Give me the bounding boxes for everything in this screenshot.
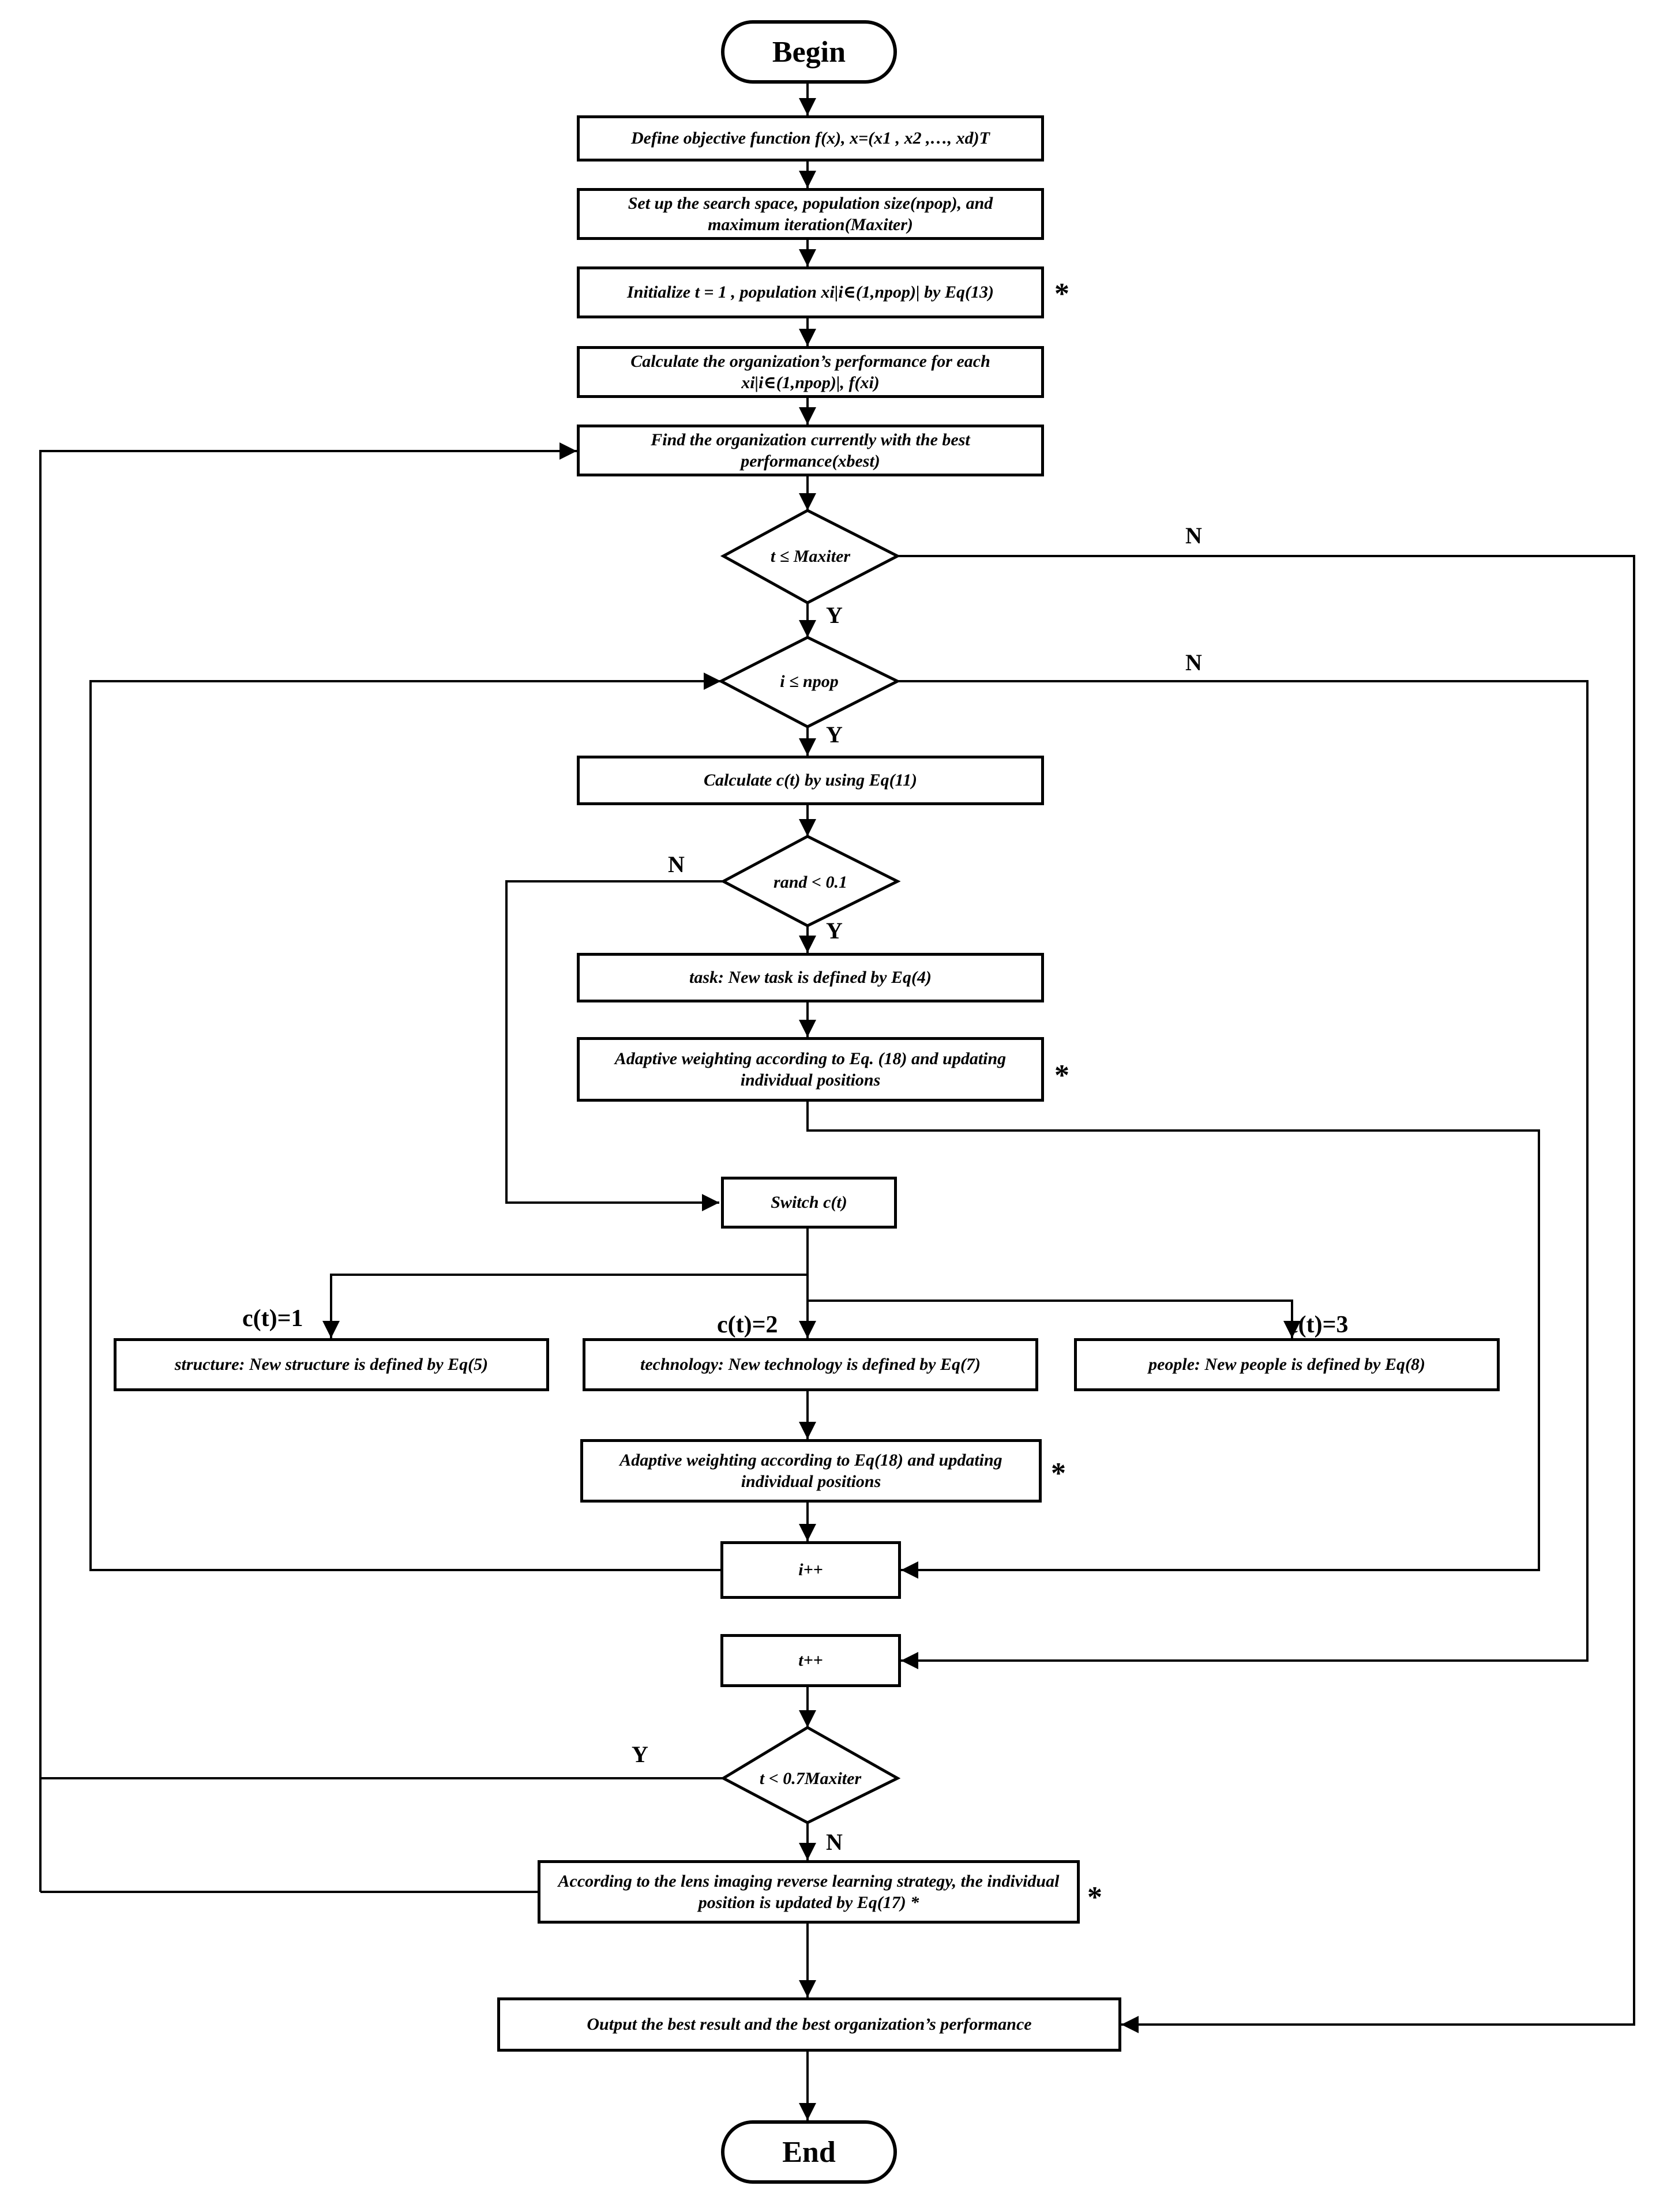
t-increment-box: t++ xyxy=(720,1634,901,1687)
adaptive1-star-marker: * xyxy=(1054,1059,1069,1092)
cond-07-no-label: N xyxy=(826,1829,843,1855)
cond-rand-diamond xyxy=(720,835,901,927)
arrow-condt-no-output xyxy=(898,555,1635,2033)
t-increment-label: t++ xyxy=(798,1651,823,1670)
cond-t-no-label: N xyxy=(1185,523,1202,549)
setup-label: Set up the search space, population size… xyxy=(628,193,993,235)
calc-performance-box: Calculate the organization’s performance… xyxy=(577,346,1044,398)
structure-label: structure: New structure is defined by E… xyxy=(174,1355,489,1374)
cond-rand-yes-label: Y xyxy=(826,918,843,944)
cond-rand-text: rand < 0.1 xyxy=(723,865,898,900)
technology-box: technology: New technology is defined by… xyxy=(583,1338,1038,1391)
lens-imaging-box: According to the lens imaging reverse le… xyxy=(538,1860,1080,1924)
initialize-label: Initialize t = 1 , population xi|i∈(1,np… xyxy=(627,283,994,302)
define-objective-label: Define objective function f(x), x=(x1 , … xyxy=(631,129,990,148)
structure-box: structure: New structure is defined by E… xyxy=(114,1338,549,1391)
technology-label: technology: New technology is defined by… xyxy=(640,1355,981,1374)
calc-ct-label: Calculate c(t) by using Eq(11) xyxy=(704,771,917,790)
arrow-iinc-loop-condi xyxy=(89,673,721,1571)
case-3-label: c(t)=3 xyxy=(1287,1312,1349,1338)
case-1-label: c(t)=1 xyxy=(242,1305,303,1332)
i-increment-label: i++ xyxy=(798,1560,823,1580)
adaptive2-star-marker: * xyxy=(1051,1457,1066,1490)
arrow-switch-people xyxy=(808,1300,1301,1338)
begin-terminal: Begin xyxy=(721,20,897,84)
case-2-label: c(t)=2 xyxy=(717,1312,778,1338)
calc-performance-label: Calculate the organization’s performance… xyxy=(630,351,990,393)
adaptive-weighting-1-box: Adaptive weighting according to Eq. (18)… xyxy=(577,1037,1044,1102)
i-increment-box: i++ xyxy=(720,1541,901,1599)
arrow-adaptive1-iinc xyxy=(806,1102,1540,1579)
cond-i-no-label: N xyxy=(1185,649,1202,675)
init-star-marker: * xyxy=(1054,277,1069,310)
task-label: task: New task is defined by Eq(4) xyxy=(689,968,932,987)
task-box: task: New task is defined by Eq(4) xyxy=(577,953,1044,1002)
cond-t-text: t ≤ Maxiter xyxy=(723,539,898,574)
people-box: people: New people is defined by Eq(8) xyxy=(1074,1338,1500,1391)
cond-i-label: i ≤ npop xyxy=(780,672,839,692)
lens-star-marker: * xyxy=(1087,1881,1102,1914)
end-label: End xyxy=(782,2135,836,2169)
people-label: people: New people is defined by Eq(8) xyxy=(1148,1355,1425,1374)
end-terminal: End xyxy=(721,2120,897,2184)
adaptive-weighting-2-label: Adaptive weighting according to Eq(18) a… xyxy=(619,1450,1002,1492)
calc-ct-box: Calculate c(t) by using Eq(11) xyxy=(577,756,1044,805)
cond-t-diamond xyxy=(720,509,901,604)
cond-07-diamond xyxy=(720,1726,901,1824)
cond-07-yes-label: Y xyxy=(632,1741,648,1767)
initialize-box: Initialize t = 1 , population xi|i∈(1,np… xyxy=(577,266,1044,318)
arrow-switch-structure xyxy=(322,1274,808,1338)
adaptive-weighting-1-label: Adaptive weighting according to Eq. (18)… xyxy=(614,1049,1007,1090)
cond-rand-label: rand < 0.1 xyxy=(773,873,847,892)
find-best-label: Find the organization currently with the… xyxy=(651,430,970,471)
lens-imaging-label: According to the lens imaging reverse le… xyxy=(558,1871,1060,1913)
switch-ct-label: Switch c(t) xyxy=(771,1193,847,1212)
cond-i-yes-label: Y xyxy=(826,722,843,748)
cond-t-yes-label: Y xyxy=(826,602,843,628)
arrow-condi-no-tinc xyxy=(898,680,1589,1669)
cond-i-text: i ≤ npop xyxy=(721,664,898,699)
find-best-box: Find the organization currently with the… xyxy=(577,425,1044,476)
adaptive-weighting-2-box: Adaptive weighting according to Eq(18) a… xyxy=(580,1439,1042,1503)
output-box: Output the best result and the best orga… xyxy=(497,1997,1121,2052)
define-objective-box: Define objective function f(x), x=(x1 , … xyxy=(577,115,1044,162)
cond-07-label: t < 0.7Maxiter xyxy=(759,1769,862,1789)
cond-t-label: t ≤ Maxiter xyxy=(770,547,851,566)
arrow-rand-no-switch xyxy=(505,880,723,1211)
arrow-cond07-yes-findbest xyxy=(39,442,723,1892)
cond-07-text: t < 0.7Maxiter xyxy=(723,1762,898,1796)
setup-box: Set up the search space, population size… xyxy=(577,188,1044,240)
begin-label: Begin xyxy=(772,35,846,69)
output-label: Output the best result and the best orga… xyxy=(587,2015,1032,2034)
switch-ct-box: Switch c(t) xyxy=(721,1177,897,1229)
cond-rand-no-label: N xyxy=(668,851,685,877)
cond-i-diamond xyxy=(718,636,901,728)
